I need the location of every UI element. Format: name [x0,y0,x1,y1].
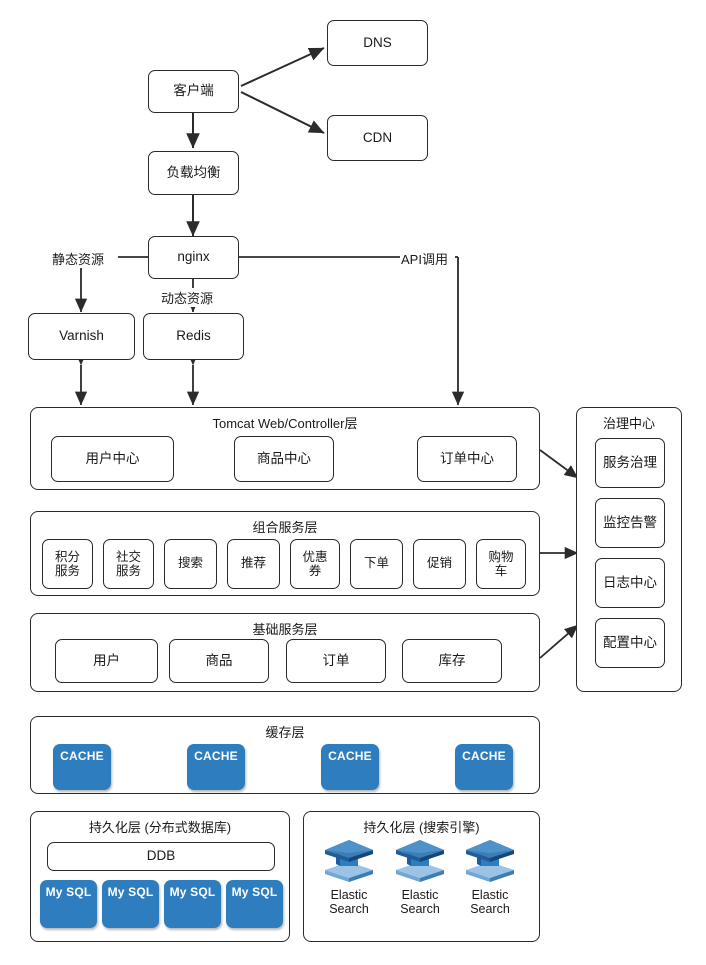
mysql-label: My SQL [45,885,92,899]
tomcat-item-product-center[interactable]: 商品中心 [234,436,334,482]
basic-item-label: 库存 [438,652,466,668]
mysql-label: My SQL [169,885,216,899]
elasticsearch-label: Elastic Search [329,888,369,917]
node-dns-label: DNS [363,34,392,50]
node-nginx[interactable]: nginx [148,236,239,279]
composite-item-label: 社交服务 [115,549,141,578]
basic-item-label: 订单 [322,652,350,668]
tomcat-item-label: 订单中心 [440,450,494,466]
elasticsearch-node[interactable]: Elastic Search [389,838,451,917]
elasticsearch-icon [466,840,514,882]
composite-item-coupon[interactable]: 优惠券 [290,539,340,589]
edge-label-api-call: API调用 [400,249,449,268]
layer-persistence-search: 持久化层 (搜索引擎) Elastic Search [303,811,540,942]
elasticsearch-node[interactable]: Elastic Search [318,838,380,917]
basic-item-label: 商品 [205,652,233,668]
mysql-node[interactable]: My SQL [102,880,159,928]
basic-item-product[interactable]: 商品 [169,639,269,683]
composite-item-shopping-cart[interactable]: 购物车 [476,539,526,589]
elasticsearch-label: Elastic Search [400,888,440,917]
composite-item-label: 购物车 [488,549,514,578]
layer-composite-service-title: 组合服务层 [252,520,318,535]
cache-node[interactable]: CACHE [53,744,111,790]
cache-node-label: CACHE [328,749,372,763]
panel-governance-center: 治理中心 服务治理 监控告警 日志中心 配置中心 [576,407,682,692]
ddb-label: DDB [146,848,176,864]
cache-node-label: CACHE [194,749,238,763]
layer-basic-service: 基础服务层 用户 商品 订单 库存 [30,613,540,692]
node-client[interactable]: 客户端 [148,70,239,113]
tomcat-item-label: 用户中心 [85,450,140,466]
governance-item-service-governance[interactable]: 服务治理 [595,438,665,488]
edge-label-static-resource: 静态资源 [51,249,106,268]
elasticsearch-label: Elastic Search [470,888,510,917]
composite-item-label: 下单 [363,556,389,571]
cache-node[interactable]: CACHE [187,744,245,790]
node-cdn-label: CDN [362,129,393,145]
composite-item-promotion[interactable]: 促销 [413,539,466,589]
mysql-node[interactable]: My SQL [164,880,221,928]
layer-cache: 缓存层 CACHE CACHE CACHE CACHE [30,716,540,794]
edge-label-dynamic-resource: 动态资源 [160,288,215,307]
mysql-label: My SQL [231,885,278,899]
layer-composite-service: 组合服务层 积分服务 社交服务 搜索 推荐 优惠券 下单 促销 购物车 [30,511,540,596]
layer-tomcat-title: Tomcat Web/Controller层 [212,416,358,431]
layer-persistence-search-title: 持久化层 (搜索引擎) [363,820,480,835]
composite-item-points-service[interactable]: 积分服务 [42,539,93,589]
node-varnish[interactable]: Varnish [28,313,135,360]
node-redis-label: Redis [176,328,211,344]
node-client-label: 客户端 [173,83,214,99]
mysql-node[interactable]: My SQL [226,880,283,928]
basic-item-user[interactable]: 用户 [55,639,158,683]
node-load-balancer-label: 负载均衡 [166,164,221,180]
node-nginx-label: nginx [177,249,210,265]
governance-item-label: 日志中心 [603,574,657,590]
governance-item-label: 服务治理 [603,454,657,470]
node-redis[interactable]: Redis [143,313,244,360]
node-cdn[interactable]: CDN [327,115,428,161]
basic-item-order[interactable]: 订单 [286,639,386,683]
basic-item-label: 用户 [93,652,120,668]
cache-node[interactable]: CACHE [321,744,379,790]
tomcat-item-user-center[interactable]: 用户中心 [51,436,174,482]
governance-item-config-center[interactable]: 配置中心 [595,618,665,668]
governance-item-log-center[interactable]: 日志中心 [595,558,665,608]
composite-item-place-order[interactable]: 下单 [350,539,403,589]
layer-basic-service-title: 基础服务层 [252,622,318,637]
cache-node-label: CACHE [60,749,104,763]
ddb-node[interactable]: DDB [47,842,275,871]
layer-cache-title: 缓存层 [265,725,305,740]
composite-item-search[interactable]: 搜索 [164,539,217,589]
layer-persistence-db: 持久化层 (分布式数据库) DDB My SQL My SQL My SQL M… [30,811,290,942]
tomcat-item-label: 商品中心 [257,450,311,466]
cache-node[interactable]: CACHE [455,744,513,790]
composite-item-label: 促销 [426,556,452,571]
cache-node-label: CACHE [462,749,506,763]
composite-item-label: 推荐 [240,556,266,571]
governance-item-monitoring-alert[interactable]: 监控告警 [595,498,665,548]
node-dns[interactable]: DNS [327,20,428,66]
composite-item-label: 搜索 [177,556,203,571]
mysql-label: My SQL [107,885,154,899]
governance-item-label: 监控告警 [603,514,657,530]
basic-item-inventory[interactable]: 库存 [402,639,502,683]
node-load-balancer[interactable]: 负载均衡 [148,151,239,195]
tomcat-item-order-center[interactable]: 订单中心 [417,436,517,482]
governance-item-label: 配置中心 [603,634,657,650]
composite-item-recommend[interactable]: 推荐 [227,539,280,589]
elasticsearch-node[interactable]: Elastic Search [459,838,521,917]
layer-tomcat: Tomcat Web/Controller层 用户中心 商品中心 订单中心 [30,407,540,490]
mysql-node[interactable]: My SQL [40,880,97,928]
layer-persistence-db-title: 持久化层 (分布式数据库) [88,820,232,835]
elasticsearch-icon [325,840,373,882]
elasticsearch-icon [396,840,444,882]
composite-item-social-service[interactable]: 社交服务 [103,539,154,589]
node-varnish-label: Varnish [59,328,104,344]
composite-item-label: 优惠券 [302,549,328,578]
panel-governance-title: 治理中心 [602,416,655,431]
composite-item-label: 积分服务 [54,549,80,578]
